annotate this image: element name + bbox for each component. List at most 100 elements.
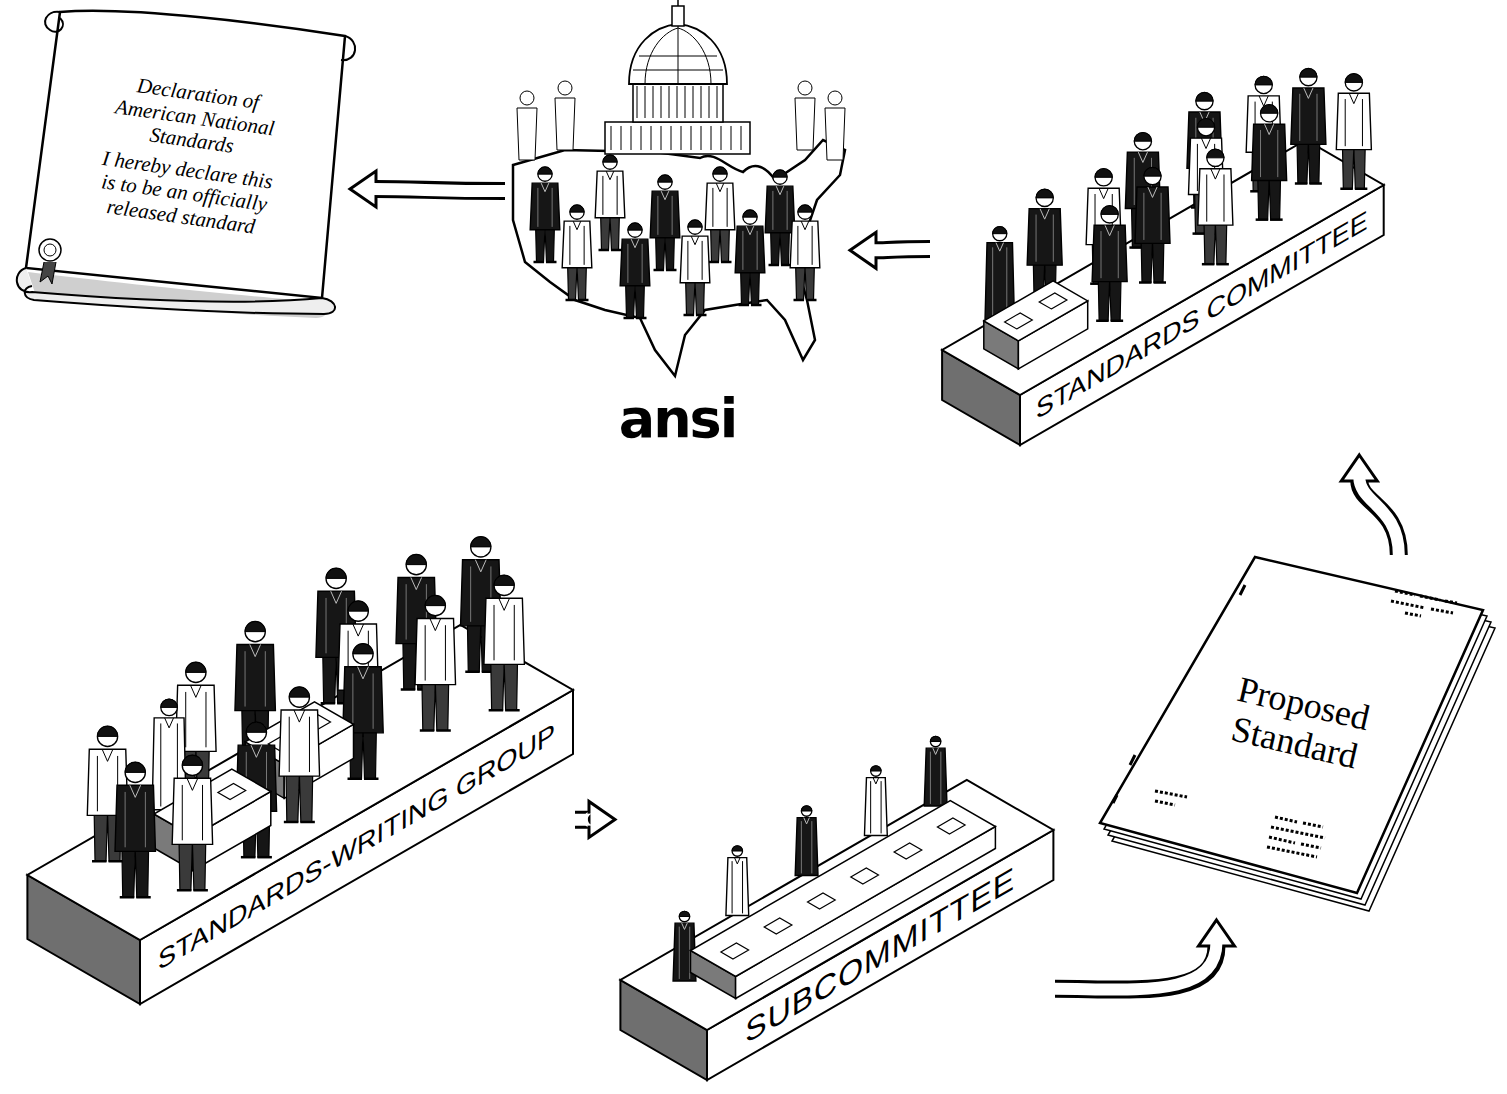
- standing-person: [172, 755, 212, 890]
- person-shoe: [1340, 188, 1353, 191]
- declaration-text-group: Declaration of American National Standar…: [93, 70, 287, 240]
- person-head: [494, 575, 514, 595]
- person-arms: [186, 692, 206, 747]
- person-collar: [801, 221, 809, 230]
- person-arms: [713, 188, 727, 227]
- capitol-column: [701, 86, 702, 118]
- person-hair: [798, 205, 812, 212]
- person-hair: [1036, 189, 1053, 198]
- person-shoe: [193, 889, 208, 892]
- person-arms: [1300, 94, 1317, 141]
- person-shoe: [666, 269, 677, 272]
- arrow-shaft-fill: [372, 189, 505, 191]
- person-head: [245, 622, 265, 642]
- person-hair: [246, 722, 266, 732]
- person-coat: [562, 221, 592, 268]
- person-head: [732, 846, 742, 856]
- person-collar: [933, 748, 939, 754]
- person-collar: [682, 923, 688, 929]
- person-arms: [801, 821, 811, 873]
- person-arms: [289, 717, 309, 772]
- person-hair: [801, 806, 811, 811]
- capitol-column: [721, 126, 722, 150]
- person-arms: [1101, 231, 1118, 278]
- capitol-statue: [677, 0, 679, 6]
- person-hair: [773, 170, 787, 177]
- person-arms: [871, 781, 881, 833]
- person-hair: [603, 155, 617, 162]
- person-hair: [1144, 168, 1161, 177]
- person-shoe: [709, 261, 720, 264]
- person-collar: [606, 171, 614, 180]
- illustration: [505, 0, 850, 455]
- paper-sheet: [894, 843, 922, 859]
- person-collar: [430, 618, 441, 630]
- flow-arrow: [1055, 920, 1235, 990]
- person-shoe: [436, 729, 451, 732]
- person-collar: [187, 778, 198, 790]
- person-coat: [680, 236, 710, 283]
- person-shoe: [364, 778, 379, 781]
- person-shoe: [806, 299, 817, 302]
- standing-person: [705, 167, 735, 262]
- person-hair: [1095, 169, 1112, 178]
- person-hair: [406, 555, 426, 565]
- person-collar: [541, 183, 549, 192]
- seal: [39, 239, 61, 261]
- person-shoe: [1139, 281, 1152, 284]
- person-collar: [499, 598, 510, 610]
- person-shoe: [599, 249, 610, 252]
- person-shoe: [751, 304, 762, 307]
- person-coat: [172, 778, 212, 844]
- seated-person: [795, 806, 818, 876]
- person-head: [186, 662, 206, 682]
- capitol-column: [701, 126, 702, 150]
- person-shoe: [1256, 218, 1269, 221]
- capitol-column: [645, 86, 646, 118]
- scroll-paper: [26, 11, 345, 298]
- paper-sheet: [937, 818, 965, 834]
- person-hair: [471, 537, 491, 547]
- person-arms: [97, 756, 117, 811]
- capitol-column: [637, 86, 638, 118]
- person-arms: [603, 176, 617, 215]
- capitol-column: [661, 126, 662, 150]
- person-collar: [996, 243, 1004, 251]
- person-shoe: [1129, 246, 1142, 249]
- person-collar: [716, 183, 724, 192]
- person-head: [1207, 149, 1224, 166]
- person-coat: [555, 98, 575, 150]
- standing-person: [1291, 69, 1326, 184]
- paper-sheet: [1039, 293, 1067, 309]
- person-arms: [773, 191, 787, 230]
- standing-person: [650, 175, 680, 270]
- person-shoe: [465, 671, 480, 674]
- person-collar: [746, 226, 754, 235]
- person-hair: [125, 762, 145, 772]
- person-hair: [182, 755, 202, 765]
- person-shoe: [636, 317, 647, 320]
- person-shoe: [534, 261, 545, 264]
- person-coat: [1252, 124, 1287, 180]
- person-coat: [415, 618, 455, 684]
- capitol-column: [611, 126, 612, 150]
- standing-person: [562, 205, 592, 300]
- capitol-column: [631, 126, 632, 150]
- person-hair: [425, 596, 445, 606]
- desk: [984, 281, 1088, 369]
- person-head: [801, 806, 811, 816]
- person-coat: [795, 818, 818, 876]
- person-coat: [790, 221, 820, 268]
- person-head: [425, 596, 445, 616]
- person-coat: [765, 186, 795, 233]
- person-collar: [190, 685, 201, 697]
- person-collar: [573, 221, 581, 230]
- person-arms: [993, 247, 1007, 318]
- person-shoe: [347, 778, 362, 781]
- person-head: [1261, 105, 1278, 122]
- person-head: [125, 762, 145, 782]
- person-coat: [279, 710, 319, 776]
- person-head: [326, 568, 346, 588]
- person-head: [406, 555, 426, 575]
